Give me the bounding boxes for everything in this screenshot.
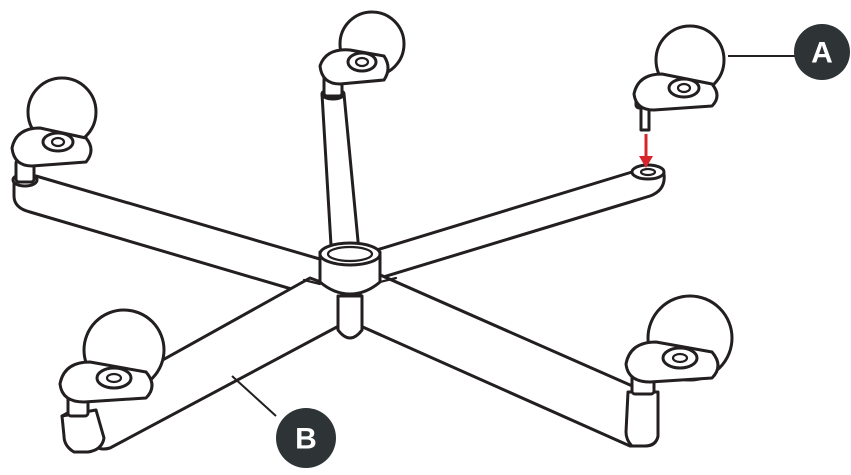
caster-wheel-left [10, 76, 98, 184]
callout-b-badge [276, 408, 336, 468]
callout-b-label: B [295, 423, 317, 456]
callout-a-badge [794, 24, 850, 80]
caster-wheel-front-left [58, 308, 166, 418]
base-arm-left [11, 172, 332, 300]
caster-wheel-front-right [624, 294, 734, 396]
caster-wheel-top [318, 10, 406, 98]
callout-a-label: A [811, 37, 833, 70]
insert-direction-arrow [639, 134, 653, 168]
base-arm-back [320, 87, 362, 264]
callout-b-leader [231, 375, 277, 417]
base-arm-front-right [354, 272, 660, 448]
callout-b: B [231, 375, 336, 468]
base-center-hub [302, 241, 398, 340]
caster-wheel-a [632, 24, 726, 132]
callout-a: A [728, 24, 850, 80]
base-arm-right [368, 163, 666, 280]
